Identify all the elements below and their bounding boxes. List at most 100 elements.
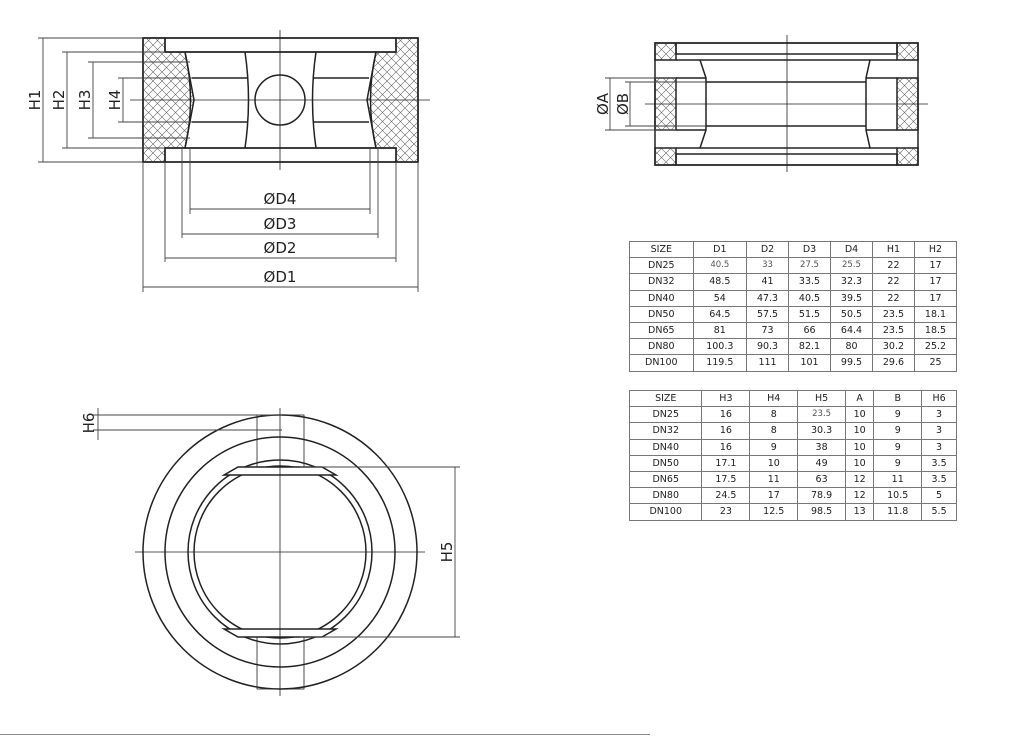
table-cell: 17 — [749, 487, 799, 505]
table-cell: 18.1 — [913, 305, 958, 323]
table-row: DN25 40.5 33 27.5 25.5 22 17 — [629, 257, 958, 275]
table-cell: 23.5 — [871, 321, 915, 340]
table-header-row: SIZE H3 H4 H5 A B H6 — [628, 389, 957, 408]
table-row: DN100 23 12.5 98.5 13 11.8 5.5 — [628, 503, 957, 521]
table-cell: 27.5 — [788, 257, 831, 275]
table-cell: 8 — [749, 406, 799, 424]
table-cell: 17 — [913, 273, 958, 291]
table-cell: 78.9 — [797, 487, 847, 505]
table-row: DN32 48.5 41 33.5 32.3 22 17 — [629, 273, 958, 291]
table-header: H2 — [913, 240, 958, 259]
table-cell: 30.2 — [871, 338, 915, 356]
table-cell: DN40 — [629, 289, 694, 307]
label-h2: H2 — [50, 90, 68, 111]
table-row: DN50 64.5 57.5 51.5 50.5 23.5 18.1 — [629, 305, 958, 323]
table-cell: 100.3 — [692, 338, 748, 356]
table-row: DN32 16 8 30.3 10 9 3 — [628, 422, 957, 440]
table-cell: 9 — [873, 438, 923, 456]
table-cell: DN80 — [629, 338, 694, 356]
table-row: DN40 54 47.3 40.5 39.5 22 17 — [629, 289, 958, 307]
table-header: H1 — [871, 240, 915, 259]
label-h6: H6 — [80, 413, 98, 434]
table-cell: DN100 — [629, 354, 694, 372]
table-header: D4 — [830, 240, 873, 259]
table-cell: 98.5 — [797, 503, 847, 521]
table-cell: DN32 — [629, 273, 694, 291]
table-cell: 39.5 — [830, 289, 873, 307]
table-row: DN50 17.1 10 49 10 9 3.5 — [628, 454, 957, 472]
table-cell: 101 — [788, 354, 831, 372]
table-cell: 41 — [746, 273, 790, 291]
table-header: H4 — [749, 389, 799, 408]
table-cell: DN65 — [628, 470, 703, 489]
table-cell: 22 — [871, 257, 915, 275]
table-cell: 9 — [749, 438, 799, 456]
table-cell: 82.1 — [788, 338, 831, 356]
table-cell: 40.5 — [692, 257, 748, 275]
table-cell: 38 — [797, 438, 847, 456]
table-cell: 3.5 — [921, 470, 957, 489]
table-cell: 54 — [692, 289, 748, 307]
table-cell: 29.6 — [871, 354, 915, 372]
table-cell: DN50 — [629, 305, 694, 323]
table-cell: 16 — [701, 438, 751, 456]
table-cell: 48.5 — [692, 273, 748, 291]
table-cell: 50.5 — [830, 305, 873, 323]
table-cell: DN25 — [628, 406, 703, 424]
table-cell: 47.3 — [746, 289, 790, 307]
table-cell: 23 — [701, 503, 751, 521]
table-cell: 3.5 — [921, 454, 957, 472]
table-cell: 81 — [692, 321, 748, 340]
table-cell: 51.5 — [788, 305, 831, 323]
label-d2: ØD2 — [264, 239, 297, 257]
table-cell: 10 — [845, 438, 875, 456]
table-cell: 13 — [845, 503, 875, 521]
table-header: D1 — [692, 240, 748, 259]
label-d4: ØD4 — [264, 190, 297, 208]
side-section-view — [645, 35, 928, 172]
table-header: D3 — [788, 240, 831, 259]
label-a: ØA — [594, 92, 612, 115]
table-cell: 40.5 — [788, 289, 831, 307]
table-row: DN65 17.5 11 63 12 11 3.5 — [628, 470, 957, 489]
table-header: H5 — [797, 389, 847, 408]
table-cell: 66 — [788, 321, 831, 340]
table-cell: 25.5 — [830, 257, 873, 275]
table-cell: 5.5 — [921, 503, 957, 521]
table-header: H3 — [701, 389, 751, 408]
table-cell: 17.5 — [701, 470, 751, 489]
table-cell: 23.5 — [797, 406, 847, 424]
table-cell: 25 — [913, 354, 958, 372]
table-cell: 10 — [845, 454, 875, 472]
table-cell: DN65 — [629, 321, 694, 340]
table-cell: 64.5 — [692, 305, 748, 323]
table-cell: 18.5 — [913, 321, 958, 340]
table-cell: 10 — [749, 454, 799, 472]
table-cell: 8 — [749, 422, 799, 440]
table-cell: 80 — [830, 338, 873, 356]
table-cell: 9 — [873, 422, 923, 440]
table-cell: DN80 — [628, 487, 703, 505]
label-h4: H4 — [106, 90, 124, 111]
table-cell: DN40 — [628, 438, 703, 456]
label-b: ØB — [614, 93, 632, 115]
table-header: H6 — [921, 389, 957, 408]
table-cell: 11 — [873, 470, 923, 489]
table-header: D2 — [746, 240, 790, 259]
table-cell: 25.2 — [913, 338, 958, 356]
table-header: SIZE — [628, 389, 703, 408]
table-cell: 12 — [845, 470, 875, 489]
table-cell: 11.8 — [873, 503, 923, 521]
table-cell: 111 — [746, 354, 790, 372]
front-section-view — [130, 30, 430, 170]
table-header-row: SIZE D1 D2 D3 D4 H1 H2 — [629, 240, 958, 259]
table-cell: 49 — [797, 454, 847, 472]
table-cell: 10 — [845, 422, 875, 440]
table-cell: 24.5 — [701, 487, 751, 505]
table-row: DN100 119.5 111 101 99.5 29.6 25 — [629, 354, 958, 372]
table-cell: 3 — [921, 406, 957, 424]
table-cell: 10.5 — [873, 487, 923, 505]
table-cell: 33 — [746, 257, 790, 275]
table-cell: 119.5 — [692, 354, 748, 372]
